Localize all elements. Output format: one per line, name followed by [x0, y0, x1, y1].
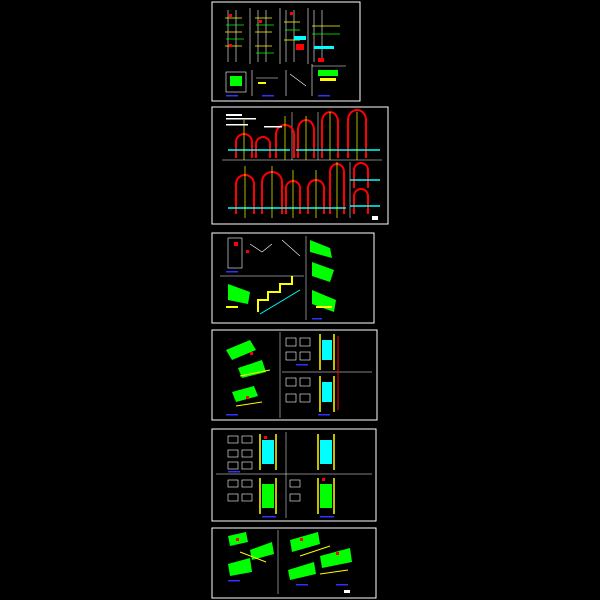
sheet-5-content — [216, 432, 372, 518]
drawing-sheet-4[interactable] — [211, 329, 378, 421]
sheet-1-content — [225, 8, 346, 97]
sheet-frame — [211, 1, 361, 102]
sheet-6-content — [228, 530, 352, 594]
sheet-4-content — [226, 332, 372, 418]
drawing-sheet-3[interactable] — [211, 232, 375, 324]
sheet-frame — [211, 329, 378, 421]
sheet-frame — [211, 232, 375, 324]
drawing-sheet-1[interactable] — [211, 1, 361, 102]
drawing-sheet-6[interactable] — [211, 527, 377, 599]
drawing-sheet-5[interactable] — [211, 428, 377, 522]
sheet-2-content — [222, 109, 382, 220]
sheet-3-content — [220, 236, 336, 320]
sheet-frame — [211, 106, 389, 225]
sheet-frame — [211, 428, 377, 522]
drawing-sheet-2[interactable] — [211, 106, 389, 225]
sheet-frame — [211, 527, 377, 599]
